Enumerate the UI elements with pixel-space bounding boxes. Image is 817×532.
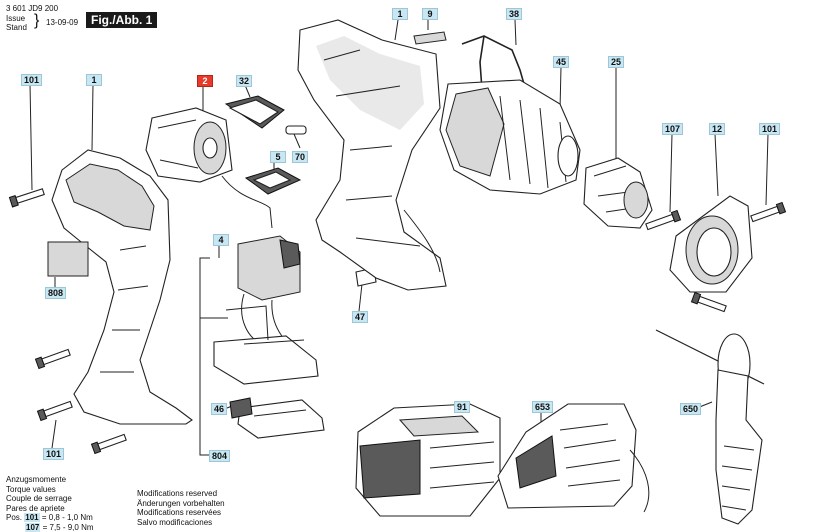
issue-label: Issue [6, 14, 25, 23]
battery-pack [356, 404, 500, 516]
front-ring [670, 196, 752, 292]
callout-107: 107 [662, 123, 683, 135]
auxiliary-handle [656, 330, 764, 524]
modifications-notice: Modifications reserved Änderungen vorbeh… [137, 489, 225, 527]
callout-38: 38 [506, 8, 522, 20]
callout-12: 12 [709, 123, 725, 135]
callout-47: 47 [352, 311, 368, 323]
torque-heading-fr: Couple de serrage [6, 494, 94, 504]
housing-right-half [298, 20, 446, 290]
callout-804: 804 [209, 450, 230, 462]
callout-4: 4 [213, 234, 229, 246]
part-number: 3 601 JD9 200 [6, 4, 58, 13]
callout-46: 46 [211, 403, 227, 415]
torque-value-107: = 7,5 - 9,0 Nm [43, 523, 94, 532]
callout-101-right: 101 [759, 123, 780, 135]
pos-label: Pos. [6, 513, 22, 522]
callout-101-bottom: 101 [43, 448, 64, 460]
torque-heading-de: Anzugsmomente [6, 475, 94, 485]
callout-32: 32 [236, 75, 252, 87]
torque-heading-en: Torque values [6, 485, 94, 495]
label-sticker [48, 242, 88, 276]
mods-en: Modifications reserved [137, 489, 225, 499]
figure-label: Fig./Abb. 1 [86, 12, 157, 28]
callout-1-right: 1 [392, 8, 408, 20]
callout-9: 9 [422, 8, 438, 20]
callout-2: 2 [197, 75, 213, 87]
torque-legend: Anzugsmomente Torque values Couple de se… [6, 475, 94, 532]
torque-row-107: 107 = 7,5 - 9,0 Nm [6, 523, 94, 532]
issue-date: 13-09-09 [46, 18, 78, 27]
torque-pos-107: 107 [25, 523, 40, 532]
mods-fr: Modifications reservées [137, 508, 225, 518]
brace-glyph: } [34, 11, 39, 31]
mods-es: Salvo modificaciones [137, 518, 225, 528]
torque-heading-es: Pares de apriete [6, 504, 94, 514]
callout-808: 808 [45, 287, 66, 299]
callout-5: 5 [270, 151, 286, 163]
callout-101: 101 [21, 74, 42, 86]
torque-value-101: = 0,8 - 1,0 Nm [42, 513, 93, 522]
gearbox [440, 80, 580, 194]
callout-25: 25 [608, 56, 624, 68]
charger [498, 404, 649, 512]
callout-45: 45 [553, 56, 569, 68]
callout-1: 1 [86, 74, 102, 86]
switch-module [214, 236, 324, 438]
mods-de: Änderungen vorbehalten [137, 499, 225, 509]
callout-70: 70 [292, 151, 308, 163]
stand-label: Stand [6, 23, 27, 32]
callout-91: 91 [454, 401, 470, 413]
torque-row-101: Pos. 101 = 0,8 - 1,0 Nm [6, 513, 94, 523]
torque-pos-101: 101 [24, 513, 39, 522]
callout-650: 650 [680, 403, 701, 415]
callout-653: 653 [532, 401, 553, 413]
housing-left-half [48, 150, 192, 424]
drill-chuck [584, 158, 652, 228]
